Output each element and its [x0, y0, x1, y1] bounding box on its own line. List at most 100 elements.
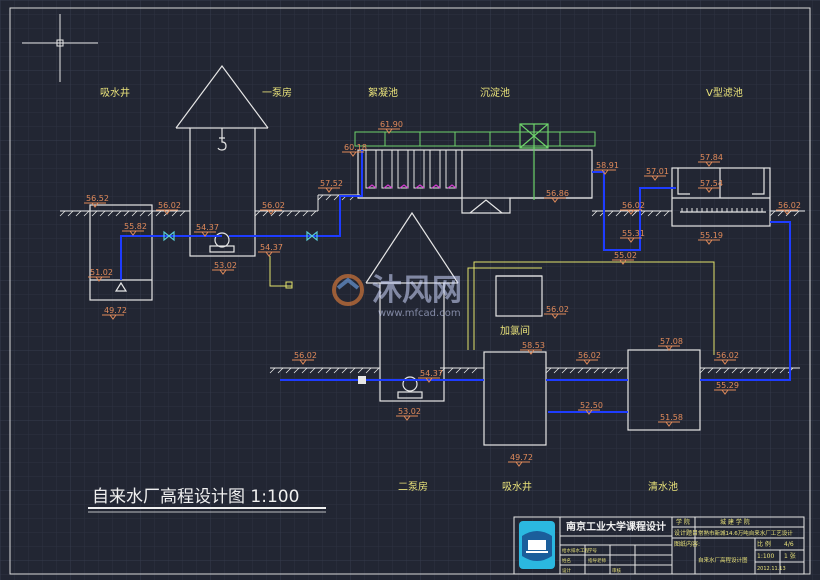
tb-content-label: 图纸内容: [674, 540, 700, 548]
tb-small-5: 设计 [562, 567, 571, 574]
tb-small-3: 姓名 [562, 557, 571, 564]
elevation-marker [342, 151, 364, 157]
watermark-brand: 沐风网 [372, 273, 462, 308]
pump-house-2 [365, 211, 459, 402]
structure-labels: 吸水井 一泵房 絮凝池 沉淀池 V型滤池 加氯间 二泵房 吸水井 清水池 [100, 86, 743, 493]
intake-well-bottom [483, 351, 547, 446]
elevation-label: 58.53 [522, 341, 545, 350]
elevation-marker [698, 239, 720, 245]
elevation-label: 56.02 [778, 201, 801, 210]
elevation-label: 54.37 [420, 369, 443, 378]
elevation-label: 52.50 [580, 401, 603, 410]
elevation-marker [84, 202, 106, 208]
label-clear-water: 清水池 [648, 480, 678, 493]
sludge-scraper [519, 123, 549, 200]
tb-small-1: 给水排水工程 [562, 547, 589, 554]
tb-sheet-count: 1 张 [784, 552, 796, 560]
pump-house-1 [175, 64, 269, 257]
clear-water-tank [627, 349, 701, 431]
flocculation-walkway [354, 131, 596, 147]
label-pump-house-2: 二泵房 [398, 480, 428, 493]
elevation-marker [396, 415, 418, 421]
elevation-marker [122, 230, 144, 236]
elevation-label: 61.90 [380, 120, 403, 129]
elevation-label: 54.37 [196, 223, 219, 232]
tb-small-6: 审核 [612, 567, 621, 574]
elevation-label: 54.37 [260, 243, 283, 252]
elevation-label: 57.08 [660, 337, 683, 346]
elevation-label: 56.02 [262, 201, 285, 210]
university-logo-icon [519, 521, 555, 569]
elevation-marker [544, 197, 566, 203]
flocculation-mixers [367, 184, 457, 189]
tb-sheet-value: 4/6 [784, 541, 794, 548]
elevation-label: 55.82 [124, 222, 147, 231]
tb-scale-label: 比 例 [757, 540, 771, 548]
dosing-room [495, 275, 543, 317]
dosing-lines [269, 256, 715, 355]
watermark-url: www.mfcad.com [378, 308, 461, 319]
elevation-label: 58.91 [596, 161, 619, 170]
ucs-crosshair [22, 14, 98, 82]
tb-content-value: 自来水厂高程设计图 [698, 556, 748, 564]
elevation-marker [620, 237, 642, 243]
elevation-label: 51.02 [90, 268, 113, 277]
elevation-label: 57.01 [646, 167, 669, 176]
elevation-label: 57.54 [700, 179, 723, 188]
elevation-marker [318, 187, 340, 193]
ground-hatch [59, 194, 800, 374]
title-university: 南京工业大学课程设计 [566, 520, 666, 533]
elevation-label: 53.02 [214, 261, 237, 270]
elevation-label: 56.52 [86, 194, 109, 203]
tb-topic-label: 设计题目 [674, 529, 698, 537]
label-pump-house-1: 一泵房 [262, 86, 292, 99]
elevation-marker [578, 409, 600, 415]
elevation-label: 60.18 [344, 143, 367, 152]
elevation-marker [594, 169, 616, 175]
elevation-marker [658, 345, 680, 351]
elevation-marker [612, 259, 634, 265]
elevation-label: 49.72 [104, 306, 127, 315]
elevation-marker [292, 359, 314, 365]
elevation-label: 56.02 [546, 305, 569, 314]
elevation-label: 56.02 [294, 351, 317, 360]
elevation-marker [644, 175, 666, 181]
tb-date: 2012.11.13 [757, 566, 786, 572]
elevation-marker [620, 209, 642, 215]
elevation-marker [418, 377, 440, 383]
label-intake-well-top: 吸水井 [100, 86, 130, 99]
elevation-label: 53.02 [398, 407, 421, 416]
elevation-marker [508, 461, 530, 467]
elevation-label: 55.02 [614, 251, 637, 260]
elevation-label: 55.29 [716, 381, 739, 390]
elevation-marker [698, 161, 720, 167]
elevation-marker [544, 313, 566, 319]
tb-college-value: 城 建 学 院 [720, 518, 750, 526]
label-dosing-room: 加氯间 [500, 324, 530, 337]
drawing-title-block: 自来水厂高程设计图 1:100 [88, 487, 326, 513]
elevation-marker [260, 209, 282, 215]
elevation-label: 49.72 [510, 453, 533, 462]
label-sedimentation: 沉淀池 [480, 86, 510, 99]
elevation-label: 56.02 [158, 201, 181, 210]
elevation-label: 56.02 [716, 351, 739, 360]
label-flocculation: 絮凝池 [368, 86, 398, 99]
watermark: 沐风网 www.mfcad.com [332, 273, 462, 319]
elevation-marker [102, 314, 124, 320]
sheet-title-block: 南京工业大学课程设计 学 院 城 建 学 院 设计题目 常熟市新城14.6万吨自… [513, 516, 805, 575]
elevation-marker [520, 349, 542, 355]
elevation-label: 55.31 [622, 229, 645, 238]
elevation-label: 57.52 [320, 179, 343, 188]
elevation-marker [156, 209, 178, 215]
sheet-border [9, 7, 811, 575]
elevation-marker [714, 389, 736, 395]
elevation-label: 56.02 [622, 201, 645, 210]
flocculation-baffles [365, 149, 457, 189]
tb-small-2: 学号 [588, 547, 597, 554]
elevation-marker [194, 231, 216, 237]
flocculation-sedimentation-tank [357, 149, 593, 214]
elevation-marker [378, 128, 400, 134]
valves [163, 230, 318, 242]
elevation-marker [658, 421, 680, 427]
